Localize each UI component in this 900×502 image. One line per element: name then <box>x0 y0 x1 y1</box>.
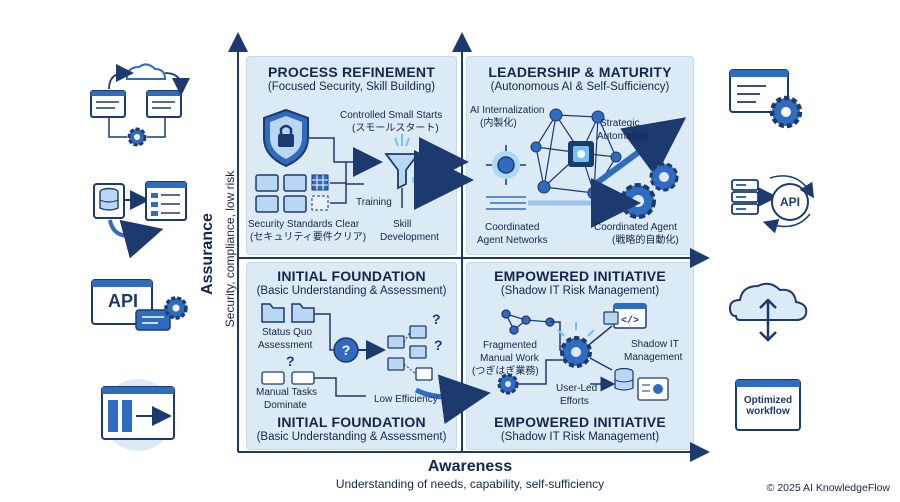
efforts-label: Efforts <box>560 396 589 407</box>
coordinated-agent-label: Coordinated Agent <box>594 222 677 233</box>
x-axis-subtitle: Understanding of needs, capability, self… <box>335 477 605 491</box>
leadership-maturity-illustration <box>486 108 687 228</box>
svg-text:?: ? <box>434 337 443 353</box>
optimized-workflow-label: Optimized workflow <box>736 395 800 417</box>
database-icon <box>614 367 634 391</box>
ai-internalization-jp-label: (内製化) <box>480 118 517 129</box>
api-window-icon <box>91 279 188 331</box>
api-text-left: API <box>107 291 138 311</box>
manual-tasks-label: Manual Tasks <box>256 387 317 398</box>
database-transfer-icon <box>93 181 187 259</box>
manual-work-jp-label: (つぎはぎ業務) <box>472 366 539 377</box>
initial-foundation-title-repeat: INITIAL FOUNDATION <box>277 414 426 430</box>
ai-chip-icon <box>568 141 594 167</box>
node-cluster-icon <box>501 309 555 335</box>
process-refinement-title: PROCESS REFINEMENT <box>268 64 435 80</box>
y-axis-title: Assurance <box>199 213 216 295</box>
leadership-maturity-subtitle: (Autonomous AI & Self-Sufficiency) <box>490 81 670 93</box>
empowered-initiative-illustration: </> <box>497 303 669 401</box>
initial-foundation-illustration: ? ? ? ? <box>261 303 491 425</box>
shadow-it-label: Shadow IT <box>631 339 679 350</box>
empowered-initiative-title: EMPOWERED INITIATIVE <box>494 268 666 284</box>
folder-icon <box>291 303 315 323</box>
folders-scattered-icon <box>387 325 433 381</box>
folder-icon <box>261 303 285 323</box>
server-api-icon <box>731 175 815 234</box>
skill-label: Skill <box>393 219 412 230</box>
user-led-label: User-Led <box>556 383 598 394</box>
controlled-small-starts-label: Controlled Small Starts <box>340 110 443 121</box>
initial-foundation-subtitle-repeat: (Basic Understanding & Assessment) <box>256 431 447 443</box>
question-circle-icon: ? <box>333 337 359 363</box>
assessment-label: Assessment <box>258 340 313 351</box>
gear-large-icon <box>620 183 656 219</box>
settings-window-icon <box>729 69 803 129</box>
window-icon <box>603 311 619 325</box>
dominate-label: Dominate <box>264 400 307 411</box>
app-layout-icon <box>101 379 175 451</box>
process-refinement-subtitle: (Focused Security, Skill Building) <box>267 81 436 93</box>
empowered-initiative-subtitle-repeat: (Shadow IT Risk Management) <box>500 431 660 443</box>
copyright-text: © 2025 AI KnowledgeFlow <box>766 482 890 494</box>
code-window-icon: </> <box>613 303 647 329</box>
optimized-label: Optimized <box>743 395 793 406</box>
process-refinement-illustration <box>255 108 474 213</box>
initial-foundation-title: INITIAL FOUNDATION <box>277 268 426 284</box>
data-stream-icon <box>486 196 526 210</box>
cloud-sync-icon <box>90 63 190 147</box>
y-axis-subtitle: Security, compliance, low risk <box>223 170 237 328</box>
workflow-label: workflow <box>746 406 790 417</box>
svg-text:</>: </> <box>621 315 639 327</box>
coordinated-agent-jp-label: (戦略的自動化) <box>612 235 679 246</box>
svg-text:?: ? <box>342 342 351 358</box>
gear-icon <box>497 373 519 395</box>
agent-networks-label: Agent Networks <box>477 235 548 246</box>
gear-icon <box>649 162 679 192</box>
manual-work-label: Manual Work <box>480 353 539 364</box>
api-text-right: API <box>779 195 800 209</box>
coordinated-label: Coordinated <box>485 222 540 233</box>
security-standards-label: Security Standards Clear <box>248 219 360 230</box>
security-standards-jp-label: (セキュリティ要件クリア) <box>250 232 367 243</box>
empowered-initiative-subtitle: (Shadow IT Risk Management) <box>500 285 660 297</box>
folders-icon <box>255 174 329 213</box>
strategic-label: Strategic <box>600 118 640 129</box>
cloud-upload-icon <box>728 282 808 342</box>
svg-text:?: ? <box>432 311 441 327</box>
fragmented-label: Fragmented <box>483 340 537 351</box>
training-label: Training <box>356 197 392 208</box>
shield-lock-icon <box>263 108 309 168</box>
low-efficiency-label: Low Efficiency <box>374 394 438 405</box>
controlled-small-starts-jp-label: (スモールスタート) <box>352 123 439 134</box>
ai-internalization-label: AI Internalization <box>470 105 545 116</box>
central-gear-icon <box>557 322 595 368</box>
x-axis-title: Awareness <box>427 458 513 475</box>
development-label: Development <box>380 232 439 243</box>
optimized-workflow-window-icon <box>735 379 801 431</box>
automation-label: Automation <box>597 131 648 142</box>
glowing-node-icon <box>486 145 526 185</box>
management-label: Management <box>624 352 683 363</box>
leadership-maturity-title: LEADERSHIP & MATURITY <box>488 64 672 80</box>
settings-window-icon <box>637 377 669 401</box>
status-quo-label: Status Quo <box>262 327 313 338</box>
manual-tasks-icon <box>261 371 315 385</box>
initial-foundation-subtitle: (Basic Understanding & Assessment) <box>256 285 447 297</box>
empowered-initiative-title-repeat: EMPOWERED INITIATIVE <box>494 414 666 430</box>
svg-text:?: ? <box>286 353 295 369</box>
